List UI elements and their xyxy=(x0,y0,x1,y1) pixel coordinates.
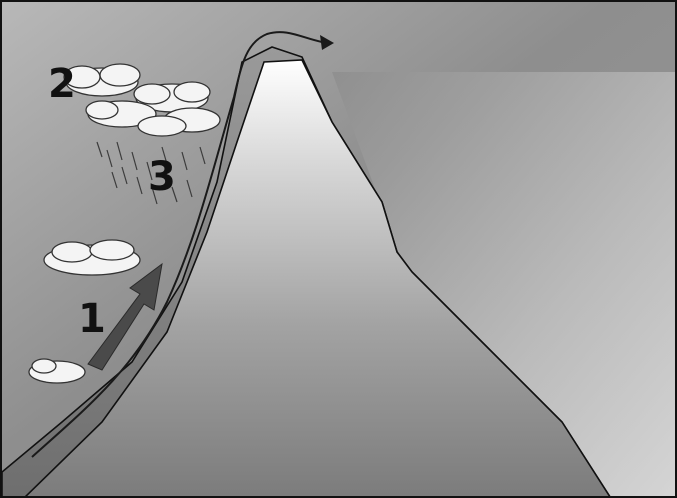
label-step-3: 3 xyxy=(148,154,176,200)
label-step-1: 1 xyxy=(78,296,106,342)
label-step-2: 2 xyxy=(48,61,76,107)
cloud-middle xyxy=(44,240,140,275)
